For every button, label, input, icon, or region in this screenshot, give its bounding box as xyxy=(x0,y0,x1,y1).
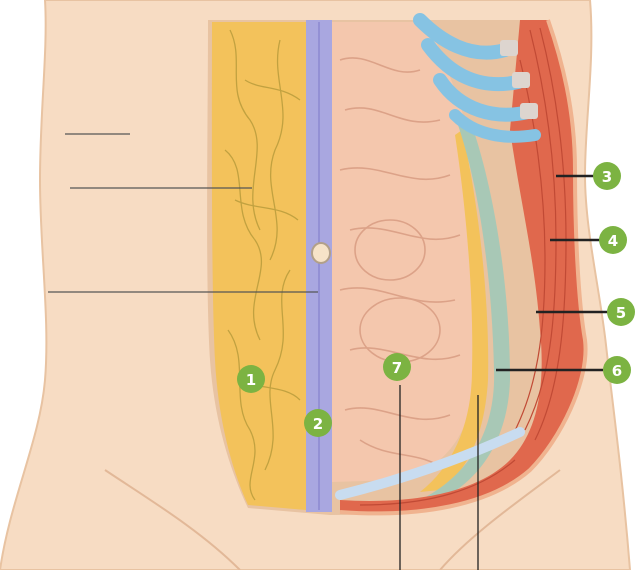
marker-6-label: 6 xyxy=(612,362,622,380)
marker-3-label: 3 xyxy=(602,168,612,186)
marker-3: 3 xyxy=(593,162,621,190)
navel xyxy=(312,243,330,263)
marker-4-label: 4 xyxy=(608,232,618,250)
marker-7-label: 7 xyxy=(392,359,402,377)
marker-5: 5 xyxy=(607,298,635,326)
marker-2-label: 2 xyxy=(313,415,323,433)
marker-1: 1 xyxy=(237,365,265,393)
marker-4: 4 xyxy=(599,226,627,254)
marker-7: 7 xyxy=(383,353,411,381)
marker-6: 6 xyxy=(603,356,631,384)
marker-2: 2 xyxy=(304,409,332,437)
marker-1-label: 1 xyxy=(246,371,256,389)
marker-5-label: 5 xyxy=(616,304,626,322)
